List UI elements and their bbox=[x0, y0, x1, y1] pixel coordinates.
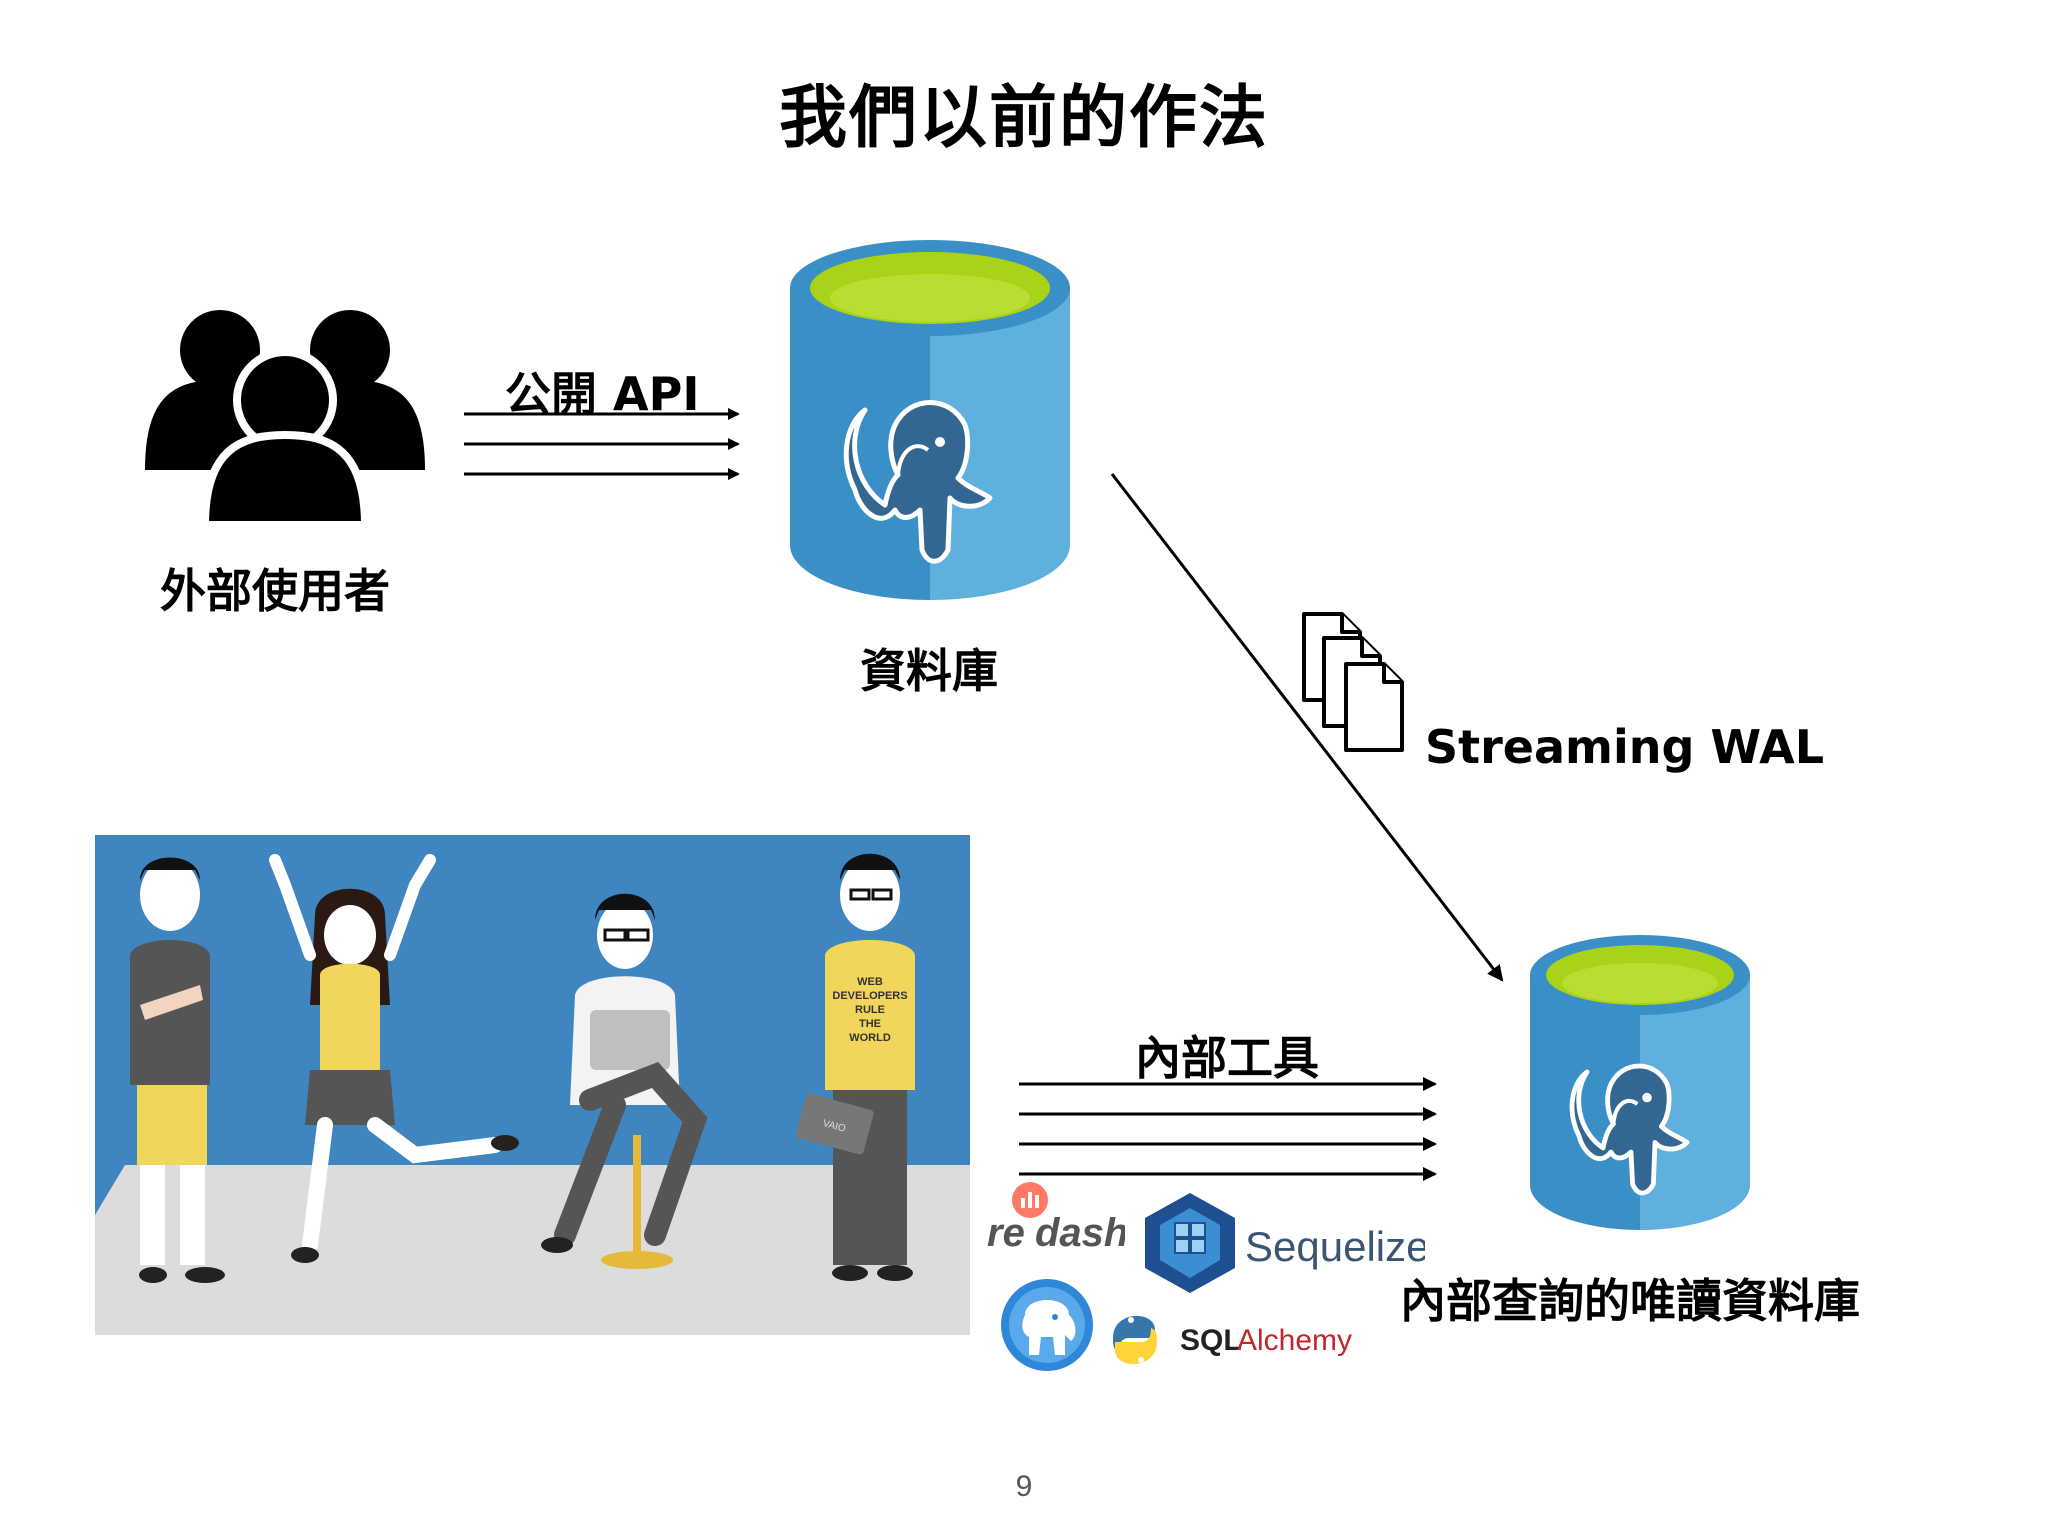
public-api-arrows bbox=[464, 408, 740, 480]
replica-db-label: 內部查詢的唯讀資料庫 bbox=[1400, 1274, 1860, 1328]
internal-tools-label: 內部工具 bbox=[1135, 1031, 1319, 1085]
slide-title: 我們以前的作法 bbox=[778, 79, 1269, 158]
streaming-wal-label: Streaming WAL bbox=[1425, 720, 1825, 774]
external-users-label: 外部使用者 bbox=[160, 564, 390, 618]
sequelize-logo: Sequelize bbox=[1145, 1193, 1425, 1293]
svg-text:re: re bbox=[987, 1211, 1025, 1255]
postgres-client-logo bbox=[1001, 1279, 1093, 1371]
svg-text:WORLD: WORLD bbox=[849, 1032, 891, 1044]
public-api-label: 公開 API bbox=[505, 367, 700, 421]
svg-text:SQL: SQL bbox=[1180, 1324, 1242, 1357]
users-group-icon bbox=[145, 310, 425, 525]
svg-text:Sequelize: Sequelize bbox=[1245, 1223, 1425, 1270]
primary-database-icon bbox=[790, 240, 1070, 600]
svg-text:THE: THE bbox=[859, 1018, 881, 1030]
documents-icon bbox=[1302, 612, 1404, 752]
svg-text:RULE: RULE bbox=[855, 1004, 885, 1016]
person-3 bbox=[541, 893, 708, 1269]
redash-logo: re dash bbox=[987, 1182, 1125, 1255]
postgresql-elephant-icon bbox=[1569, 1063, 1690, 1196]
person-2 bbox=[269, 854, 519, 1263]
svg-text:Alchemy: Alchemy bbox=[1237, 1324, 1352, 1357]
internal-tools-arrows bbox=[1019, 1077, 1437, 1181]
page-number: 9 bbox=[1015, 1470, 1033, 1503]
svg-text:WEB: WEB bbox=[857, 976, 883, 988]
postgresql-elephant-icon bbox=[843, 400, 993, 564]
shirt-text: WEB DEVELOPERS RULE THE WORLD bbox=[832, 976, 907, 1044]
replica-database-icon bbox=[1530, 935, 1750, 1230]
person-4: WEB DEVELOPERS RULE THE WORLD VAIO bbox=[795, 853, 915, 1281]
sqlalchemy-logo: SQL Alchemy bbox=[1113, 1315, 1352, 1365]
person-1 bbox=[130, 857, 225, 1283]
streaming-wal-arrow bbox=[1110, 473, 1504, 982]
svg-text:dash: dash bbox=[1035, 1211, 1125, 1255]
team-illustration: WEB DEVELOPERS RULE THE WORLD VAIO bbox=[95, 835, 970, 1335]
primary-db-label: 資料庫 bbox=[860, 644, 998, 698]
svg-text:DEVELOPERS: DEVELOPERS bbox=[832, 990, 907, 1002]
